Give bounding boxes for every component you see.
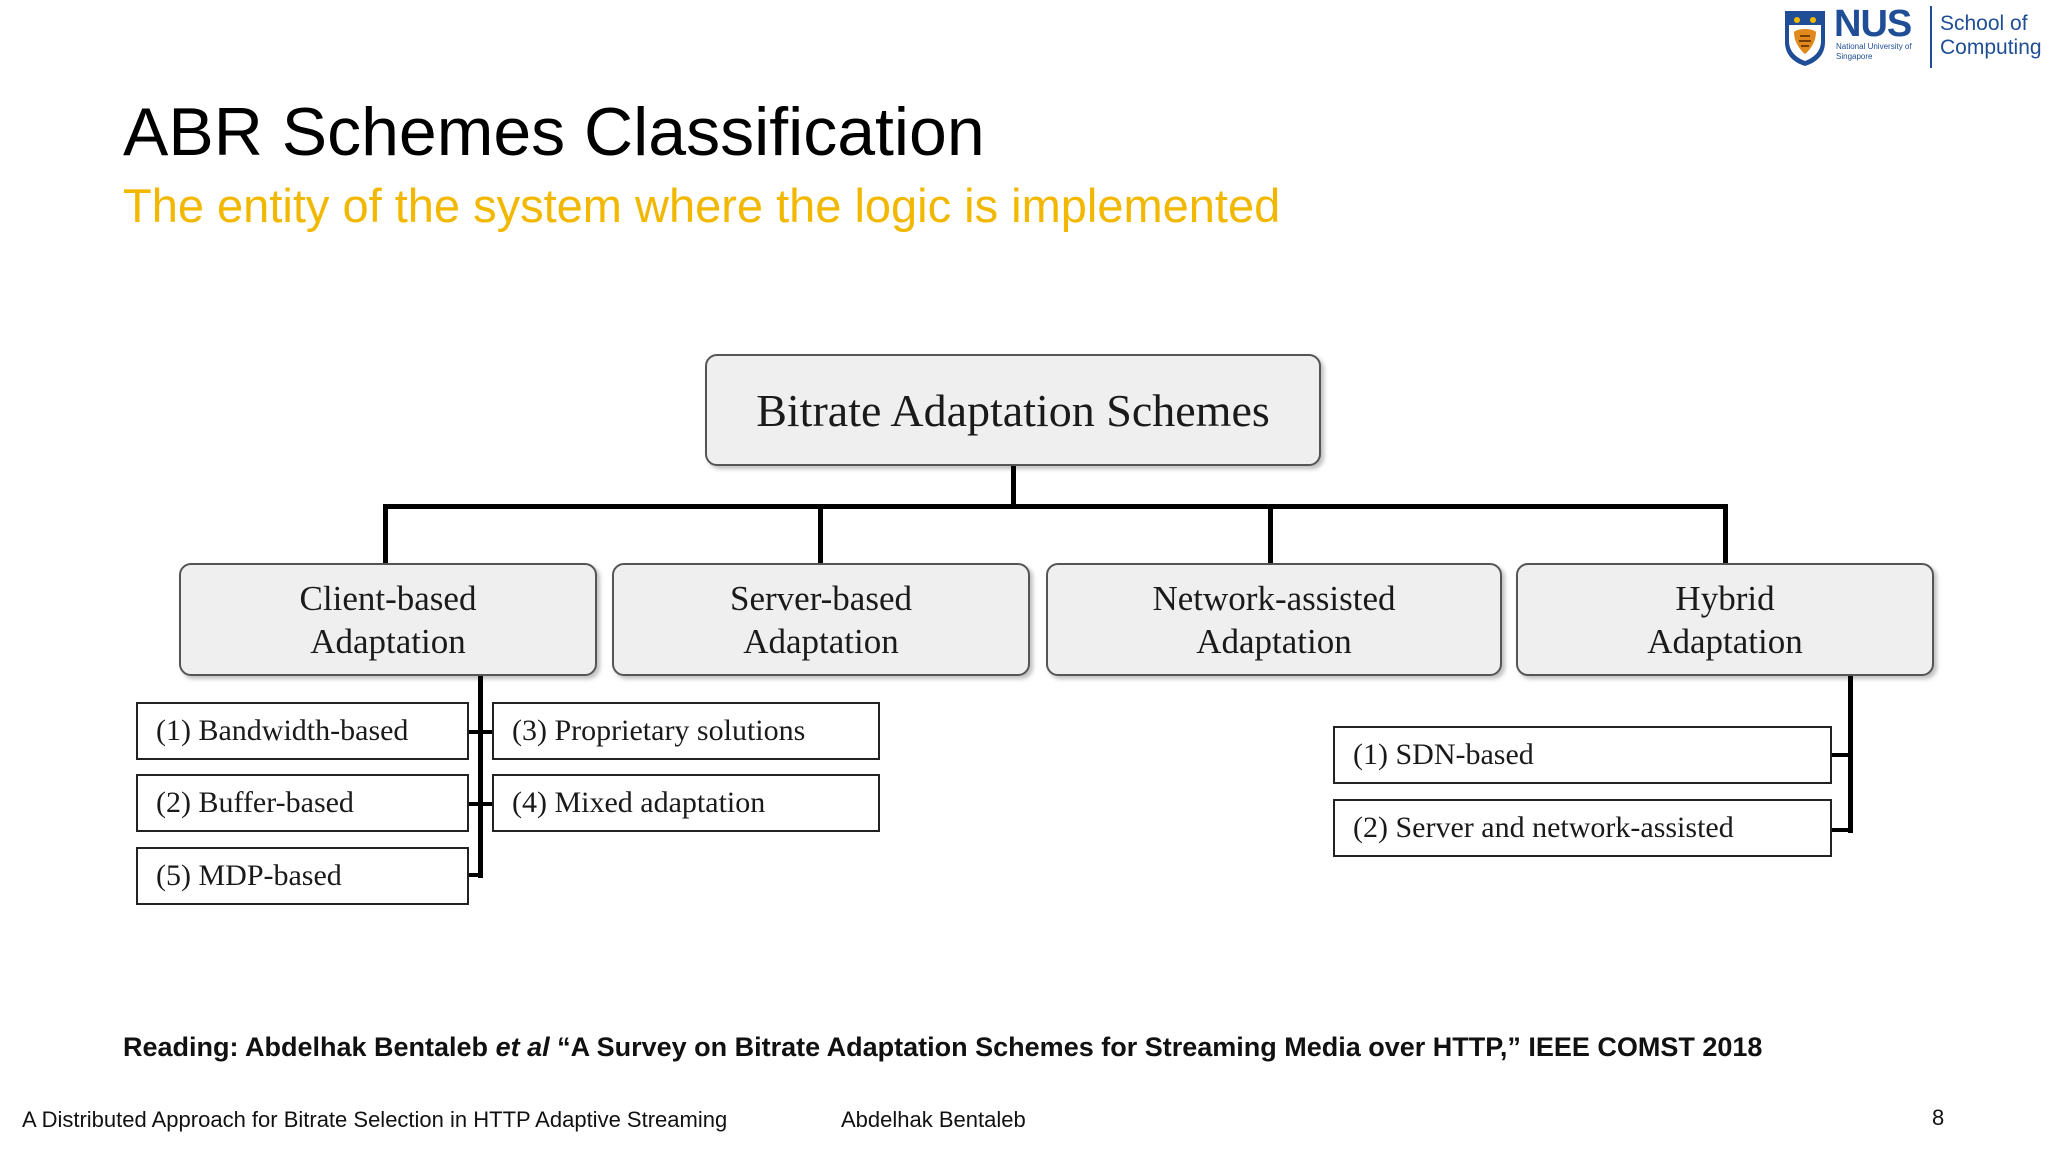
root-stem — [1011, 466, 1016, 509]
category-server: Server-based Adaptation — [612, 563, 1030, 676]
slide-subtitle: The entity of the system where the logic… — [123, 179, 1281, 232]
leaf-buffer-based: (2) Buffer-based — [136, 774, 469, 832]
school-line-2: Computing — [1940, 36, 2042, 59]
footer-talk-title: A Distributed Approach for Bitrate Selec… — [22, 1107, 728, 1132]
stem-hybrid — [1723, 504, 1728, 564]
horizontal-bus — [383, 504, 1728, 509]
category-server-line2: Adaptation — [743, 621, 899, 661]
footer-author: Abdelhak Bentaleb — [841, 1107, 1026, 1132]
nus-crest-icon — [1785, 11, 1825, 66]
nus-wordmark: NUS — [1834, 3, 1912, 45]
logo-divider — [1930, 6, 1932, 68]
school-name: School of Computing — [1940, 12, 2042, 60]
reading-reference: Reading: Abdelhak Bentaleb et al “A Surv… — [123, 1030, 1762, 1064]
category-client-line2: Adaptation — [310, 621, 466, 661]
category-network: Network-assisted Adaptation — [1046, 563, 1502, 676]
category-server-line1: Server-based — [730, 578, 912, 618]
category-network-line2: Adaptation — [1196, 621, 1352, 661]
category-hybrid-line1: Hybrid — [1675, 578, 1775, 618]
nus-soc-logo: NUS National University of Singapore Sch… — [1782, 4, 2048, 70]
stem-server — [818, 504, 823, 564]
leaf-proprietary-solutions: (3) Proprietary solutions — [492, 702, 880, 760]
leaf-bandwidth-based: (1) Bandwidth-based — [136, 702, 469, 760]
hybrid-tick-2 — [1830, 828, 1853, 832]
client-tick-1 — [467, 730, 494, 734]
leaf-sdn-based: (1) SDN-based — [1333, 726, 1832, 784]
hybrid-tick-1 — [1830, 753, 1853, 757]
category-network-line1: Network-assisted — [1152, 578, 1396, 618]
stem-client — [383, 504, 388, 564]
leaf-mixed-adaptation: (4) Mixed adaptation — [492, 774, 880, 832]
category-client: Client-based Adaptation — [179, 563, 597, 676]
category-hybrid-line2: Adaptation — [1647, 621, 1803, 661]
category-hybrid: Hybrid Adaptation — [1516, 563, 1934, 676]
reading-prefix: Reading: Abdelhak Bentaleb — [123, 1032, 496, 1062]
slide-title: ABR Schemes Classification — [123, 94, 985, 170]
client-trunk — [478, 676, 483, 878]
leaf-server-network-assisted: (2) Server and network-assisted — [1333, 799, 1832, 857]
category-client-line1: Client-based — [299, 578, 477, 618]
client-tick-2 — [467, 802, 494, 806]
school-line-1: School of — [1940, 12, 2028, 35]
reading-rest: “A Survey on Bitrate Adaptation Schemes … — [549, 1032, 1763, 1062]
nus-subtext: National University of Singapore — [1836, 42, 1912, 61]
root-node: Bitrate Adaptation Schemes — [705, 354, 1321, 466]
client-tick-5 — [467, 873, 483, 877]
page-number: 8 — [1932, 1105, 1945, 1130]
reading-etal: et al — [495, 1032, 550, 1062]
leaf-mdp-based: (5) MDP-based — [136, 847, 469, 905]
stem-network — [1268, 504, 1273, 564]
